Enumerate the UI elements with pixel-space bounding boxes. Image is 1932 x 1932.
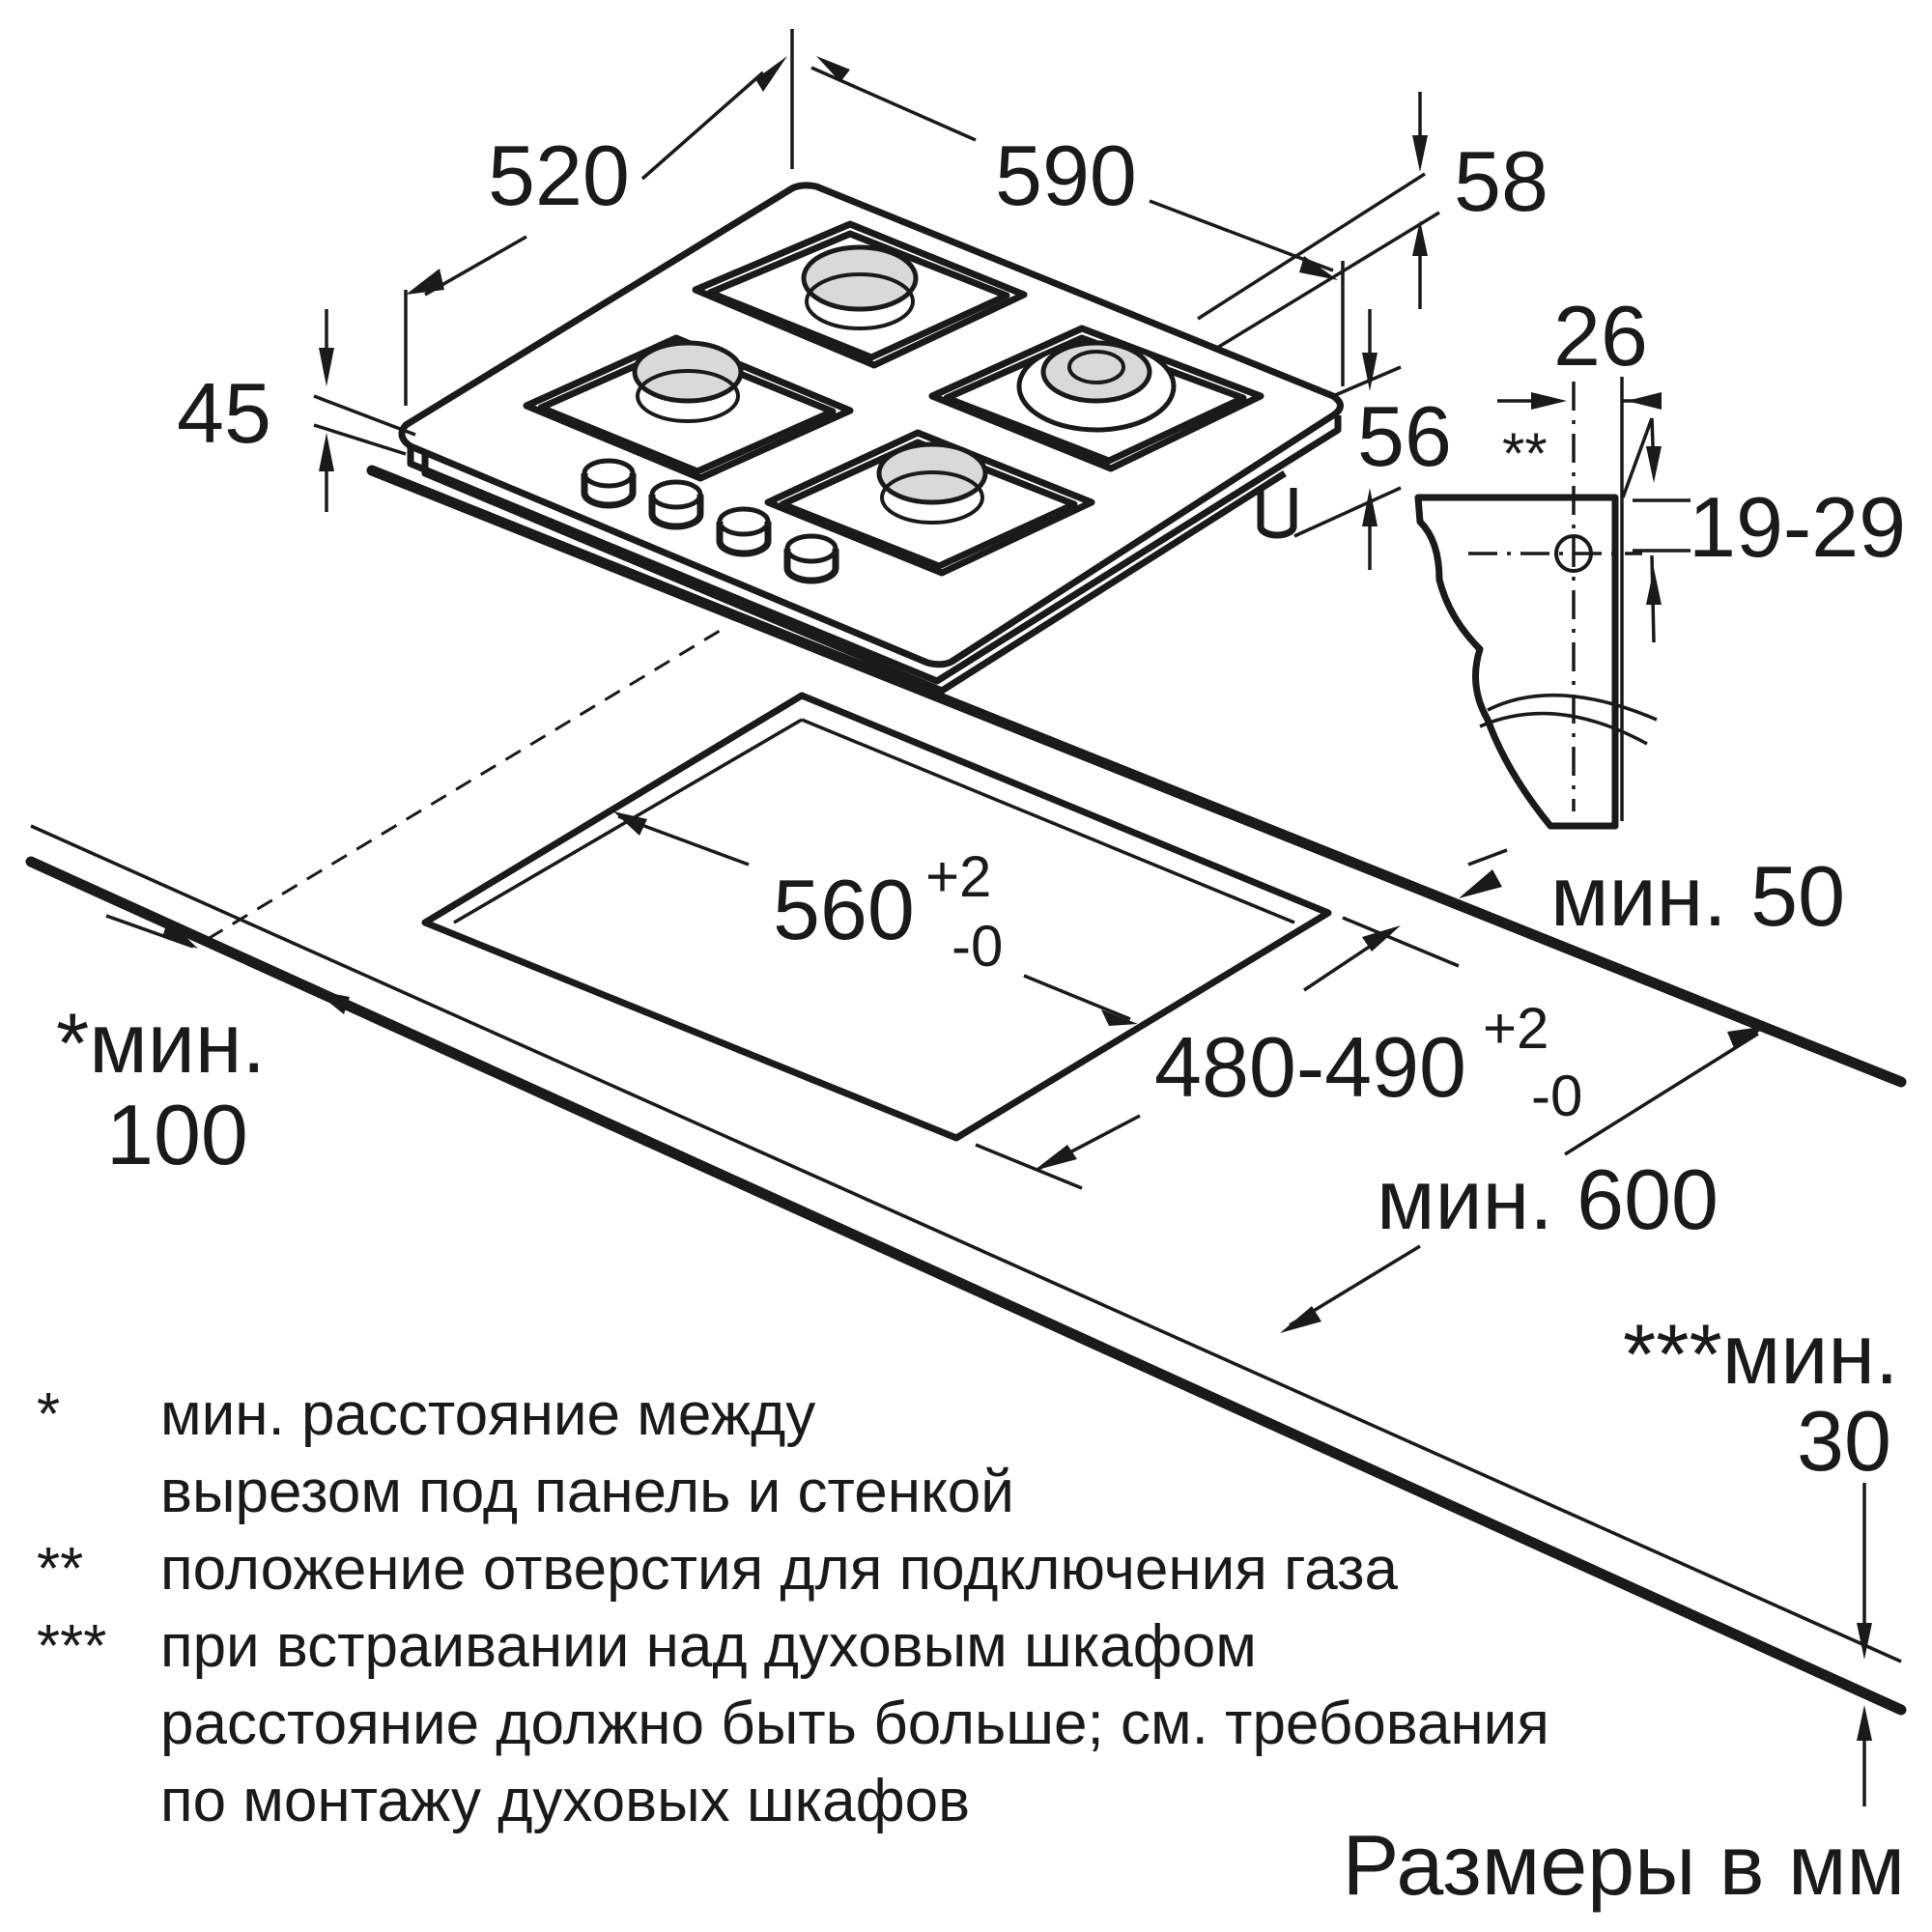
units-label: Размеры в мм [1342, 1817, 1905, 1913]
arrowheads [162, 56, 1872, 1741]
footnote-3: *** при встраивании над духовым шкафом р… [37, 1608, 1911, 1840]
burner-front-left [632, 340, 744, 423]
footnote-3-mark: *** [37, 1613, 107, 1680]
dim-cutout-width-tol-plus: +2 [925, 844, 991, 909]
gas-connector-stub [1257, 488, 1297, 539]
footnote-2-text: положение отверстия для подключения газа [160, 1536, 1398, 1603]
dim-min-100-value: 100 [106, 1087, 248, 1182]
dimension-lines [105, 29, 1866, 1806]
burner-front-right [876, 441, 988, 525]
gas-position-marker: ** [1502, 421, 1548, 486]
pan-support-back-left [692, 220, 1028, 369]
dim-cutout-width: 560 [773, 862, 915, 957]
dim-height-45: 45 [177, 365, 271, 461]
dim-min-30-label: ***мин. [1623, 1306, 1898, 1402]
dim-depth-520: 520 [488, 128, 630, 223]
footnote-1-text: мин. расстояние между вырезом под панель… [160, 1381, 1014, 1525]
dim-height-58: 58 [1454, 133, 1548, 229]
dimension-labels: 520 590 58 45 56 26 ** 19-29 560 +2 -0 4… [56, 128, 1906, 1489]
hob-drawing [398, 182, 1344, 695]
dim-height-56: 56 [1357, 388, 1452, 484]
dim-cutout-depth-tol-minus: -0 [1531, 1064, 1582, 1128]
dim-cutout-width-tol-minus: -0 [952, 914, 1003, 979]
footnote-1: * мин. расстояние между вырезом под пане… [37, 1377, 1911, 1531]
dim-min-100-label: *мин. [56, 995, 266, 1091]
burner-back-right-wok [1016, 340, 1177, 433]
dim-gas-26: 26 [1553, 288, 1648, 384]
footnote-2: ** положение отверстия для подключения г… [37, 1531, 1911, 1608]
footnotes: * мин. расстояние между вырезом под пане… [37, 1377, 1911, 1840]
pan-support-front-right [764, 429, 1095, 577]
dim-min-30-value: 30 [1797, 1393, 1891, 1489]
dim-cutout-depth-tol-plus: +2 [1483, 996, 1548, 1061]
footnote-3-text: при встраивании над духовым шкафом расст… [160, 1613, 1549, 1834]
dim-width-590: 590 [995, 128, 1137, 223]
dim-cutout-depth: 480-490 [1154, 1019, 1466, 1115]
burner-back-left [801, 244, 919, 330]
pan-support-front-left [523, 334, 854, 482]
dim-min-50: мин. 50 [1550, 848, 1845, 944]
footnote-2-mark: ** [37, 1536, 84, 1603]
control-knobs [581, 458, 839, 584]
dim-min-600: мин. 600 [1377, 1151, 1719, 1247]
dim-gas-19-29: 19-29 [1689, 479, 1906, 575]
footnote-1-mark: * [37, 1381, 61, 1448]
gas-connection-detail [1414, 377, 1658, 830]
